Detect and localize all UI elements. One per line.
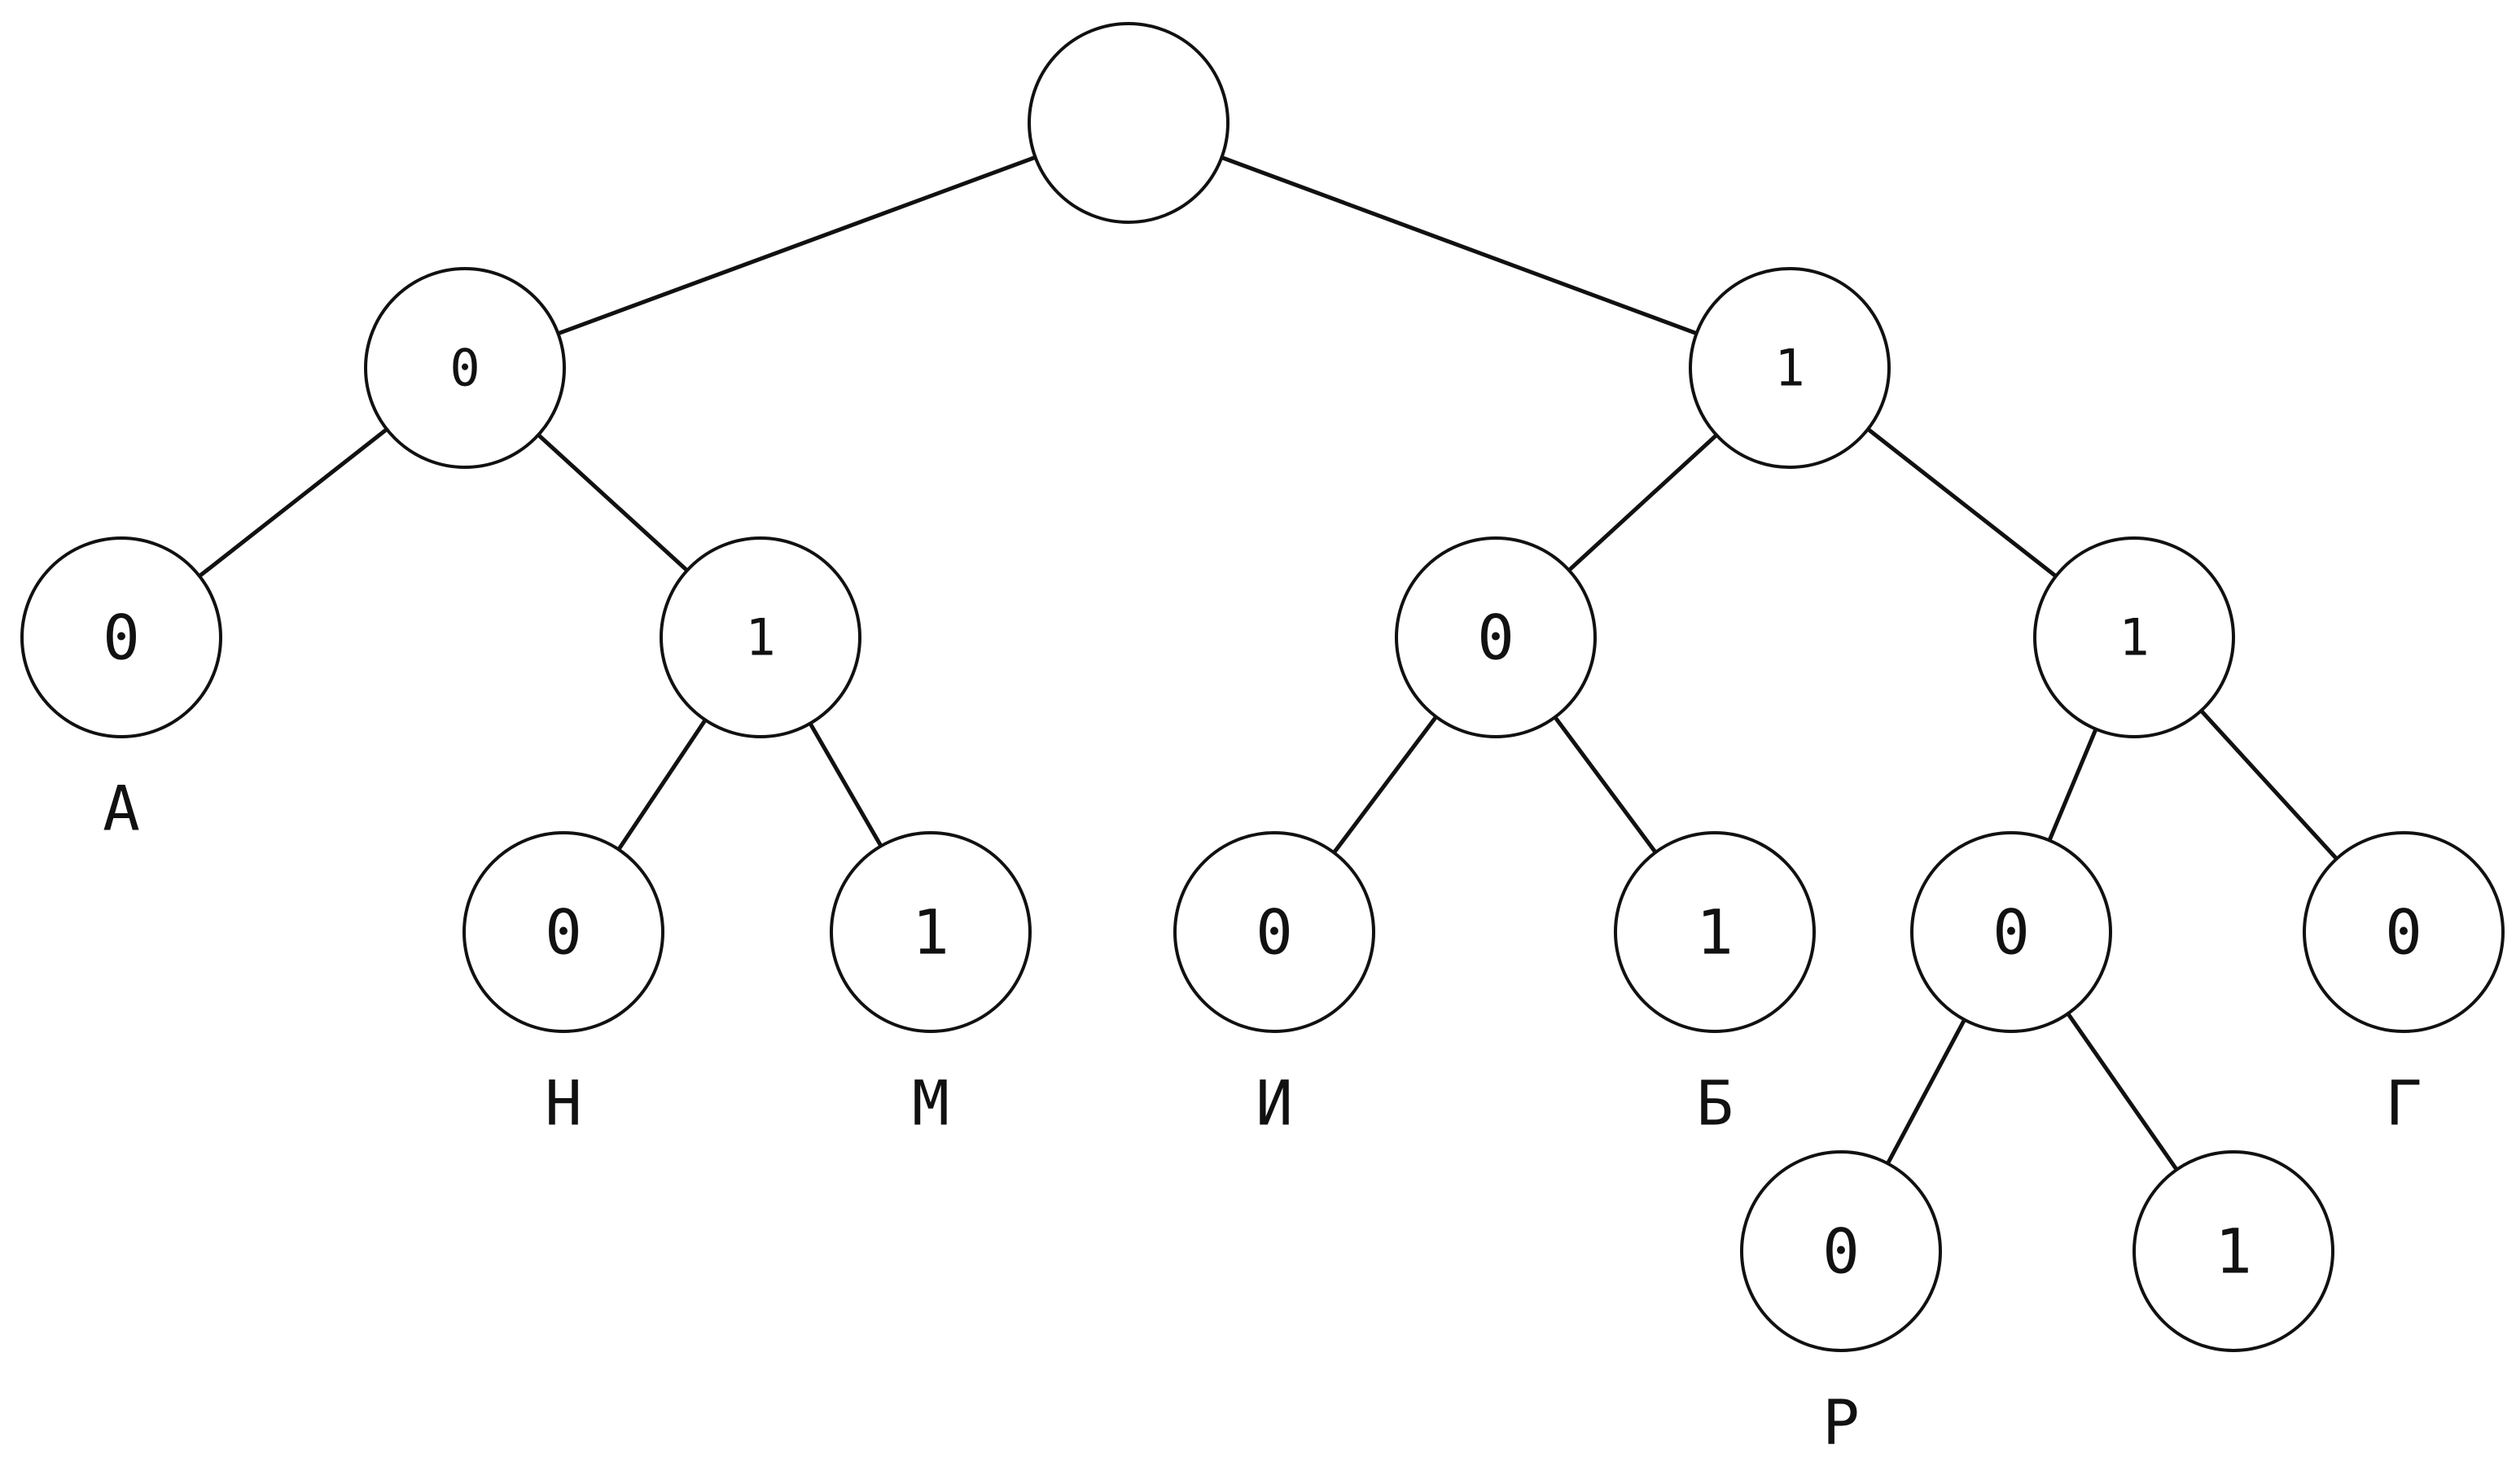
- node-circle-root: [1028, 22, 1230, 224]
- node-circle-n1100: [1740, 1150, 1942, 1352]
- node-bit-n100: 0: [1256, 896, 1293, 969]
- tree-node-n111: 0: [2303, 831, 2505, 1033]
- node-circle-n00: [20, 536, 222, 738]
- tree-node-n11: 1: [2033, 536, 2235, 738]
- nodes-layer: 0 1 0 1 0 1 0 1 0 1 0 0 0 1: [20, 22, 2505, 1352]
- tree-node-n010: 0: [462, 831, 664, 1033]
- node-circle-n11: [2033, 536, 2235, 738]
- leaf-letter-n1100: Р: [1822, 1386, 1860, 1459]
- node-circle-n010: [462, 831, 664, 1033]
- node-bit-n1100: 0: [1822, 1215, 1860, 1288]
- node-bit-n111: 0: [2385, 896, 2422, 969]
- tree-node-n011: 1: [830, 831, 1032, 1033]
- leaf-letter-n111: Г: [2385, 1067, 2422, 1140]
- node-bit-n0: 0: [449, 339, 480, 398]
- tree-node-n10: 0: [1395, 536, 1597, 738]
- node-circle-n011: [830, 831, 1032, 1033]
- letters-layer: А Н М И Б Г Р: [103, 773, 2422, 1459]
- tree-node-n1100: 0: [1740, 1150, 1942, 1352]
- tree-node-n0: 0: [364, 267, 566, 469]
- tree-node-n1101: 1: [2132, 1150, 2334, 1352]
- tree-node-n100: 0: [1173, 831, 1375, 1033]
- node-circle-n0: [364, 267, 566, 469]
- leaf-letter-n101: Б: [1696, 1067, 1734, 1140]
- node-circle-n110: [1910, 831, 2112, 1033]
- tree-node-n110: 0: [1910, 831, 2112, 1033]
- tree-node-n01: 1: [660, 536, 861, 738]
- leaf-letter-n00: А: [103, 773, 140, 845]
- edge-root-n1: [1128, 120, 1791, 370]
- node-bit-n011: 1: [912, 896, 949, 969]
- node-bit-n10: 0: [1477, 602, 1514, 674]
- leaf-letter-n011: М: [912, 1067, 949, 1140]
- node-bit-n11: 1: [2119, 608, 2149, 668]
- node-bit-n1: 1: [1774, 339, 1804, 398]
- tree-node-n00: 0: [20, 536, 222, 738]
- node-bit-n1101: 1: [2215, 1215, 2252, 1288]
- node-bit-n101: 1: [1696, 896, 1734, 969]
- node-bit-n110: 0: [1992, 896, 2030, 969]
- node-circle-n101: [1614, 831, 1816, 1033]
- node-bit-n00: 0: [103, 602, 140, 674]
- node-circle-n10: [1395, 536, 1597, 738]
- node-circle-n01: [660, 536, 861, 738]
- node-bit-n010: 0: [545, 896, 582, 969]
- leaf-letter-n010: Н: [545, 1067, 582, 1140]
- leaf-letter-n100: И: [1256, 1067, 1293, 1140]
- node-circle-n100: [1173, 831, 1375, 1033]
- node-bit-n01: 1: [745, 608, 775, 668]
- tree-node-n1: 1: [1689, 267, 1891, 469]
- node-circle-n1: [1689, 267, 1891, 469]
- edge-root-n0: [464, 120, 1129, 370]
- tree-node-root: [1028, 22, 1230, 224]
- node-circle-n111: [2303, 831, 2505, 1033]
- tree-node-n101: 1: [1614, 831, 1816, 1033]
- node-circle-n1101: [2132, 1150, 2334, 1352]
